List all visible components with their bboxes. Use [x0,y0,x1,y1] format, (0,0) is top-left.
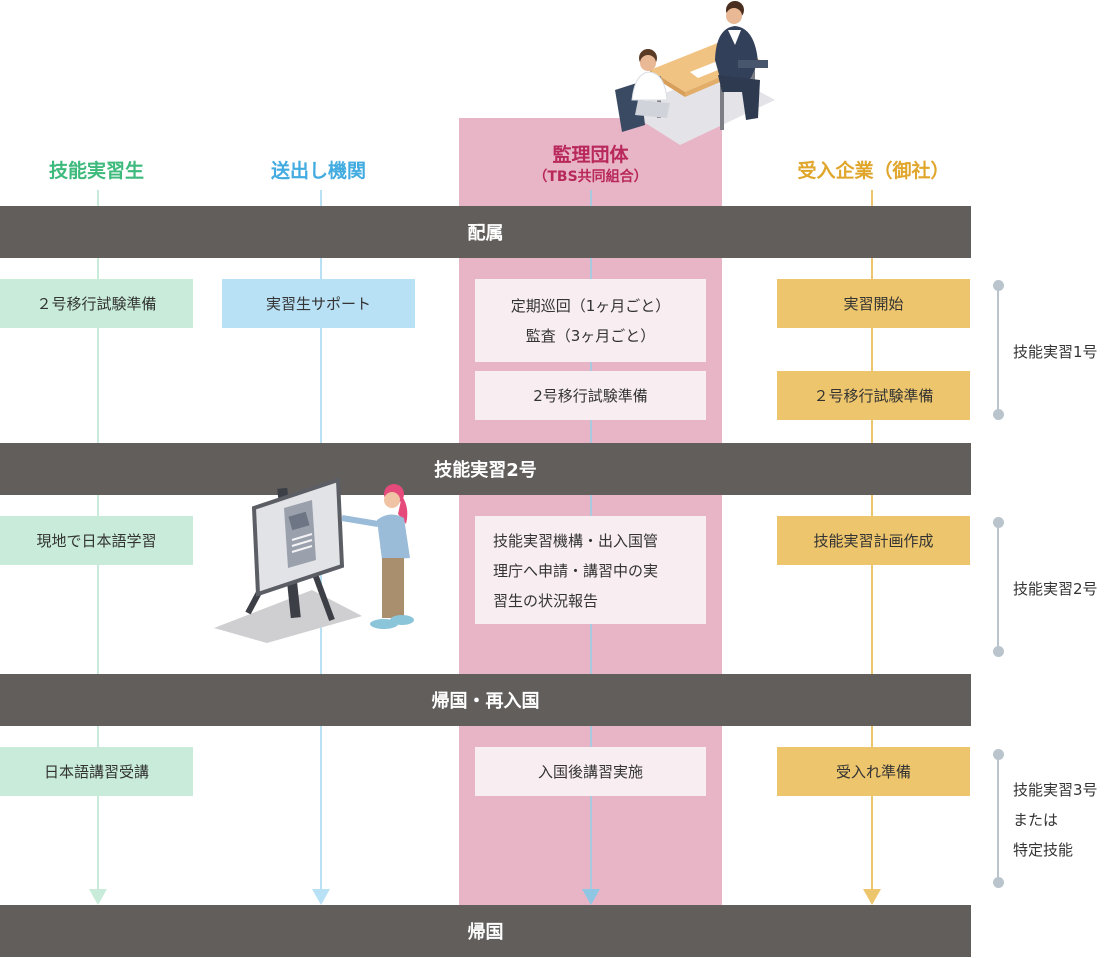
stage1-label: 技能実習1号 [1013,343,1098,361]
company-plan-box: 技能実習計画作成 [777,516,970,565]
supervising-application-box: 技能実習機構・出入国管 理庁へ申請・講習中の実 習生の状況報告 [475,516,706,624]
stage3-bracket-top-dot [993,749,1004,760]
stage3-label: 技能実習3号 または 特定技能 [1013,775,1098,865]
arrow-down-sending-icon [312,889,330,905]
stage3-label-line-3: 特定技能 [1013,841,1074,859]
arrow-down-supervising-icon [582,889,600,905]
trainee-exam-prep-box: ２号移行試験準備 [0,279,193,328]
column-header-host-company: 受入企業（御社） [797,160,950,182]
company-start-box: 実習開始 [777,279,970,328]
supervising-exam-prep-box: 2号移行試験準備 [475,371,706,420]
phase-band-return: 帰国 [0,905,971,957]
phase-band-stage2: 技能実習2号 [0,443,971,495]
column-header-sending-organization: 送出し機関 [270,160,366,182]
column-subheader-supervising-organization: （TBS共同組合） [533,169,648,185]
phase-band-return-reentry: 帰国・再入国 [0,674,971,726]
stage2-bracket-bottom-dot [993,646,1004,657]
column-header-supervising-organization: 監理団体 [552,144,629,166]
supervising-application-line-1: 技能実習機構・出入国管 [493,532,659,550]
arrow-down-company-icon [863,889,881,905]
stage3-label-line-2: または [1013,811,1059,829]
supervising-application-line-3: 習生の状況報告 [493,592,599,610]
presenter-illustration [214,478,414,643]
supervising-audit-line: 監査（3ヶ月ごと） [525,326,656,345]
stage2-label: 技能実習2号 [1013,580,1098,598]
stage2-bracket-line [997,523,999,651]
stage1-bracket-bottom-dot [993,409,1004,420]
arrow-down-trainee-icon [89,889,107,905]
stage2-bracket-top-dot [993,517,1004,528]
stage1-bracket-top-dot [993,280,1004,291]
supervising-patrol-line: 定期巡回（1ヶ月ごと） [510,296,671,315]
company-preparation-box: 受入れ準備 [777,747,970,796]
meeting-illustration [615,1,775,145]
stage3-bracket-line [997,755,999,883]
supervising-patrol-box: 定期巡回（1ヶ月ごと） 監査（3ヶ月ごと） [475,279,706,362]
stage3-bracket-bottom-dot [993,877,1004,888]
supervising-application-line-2: 理庁へ申請・講習中の実 [493,562,659,580]
trainee-japanese-course-box: 日本語講習受講 [0,747,193,796]
stage1-bracket-line [997,286,999,414]
sending-support-box: 実習生サポート [222,279,415,328]
trainee-local-study-box: 現地で日本語学習 [0,516,193,565]
company-exam-prep-box: ２号移行試験準備 [777,371,970,420]
phase-band-assignment: 配属 [0,206,971,258]
stage3-label-line-1: 技能実習3号 [1013,781,1098,799]
column-header-trainee: 技能実習生 [48,160,144,182]
supervising-post-entry-course-box: 入国後講習実施 [475,747,706,796]
